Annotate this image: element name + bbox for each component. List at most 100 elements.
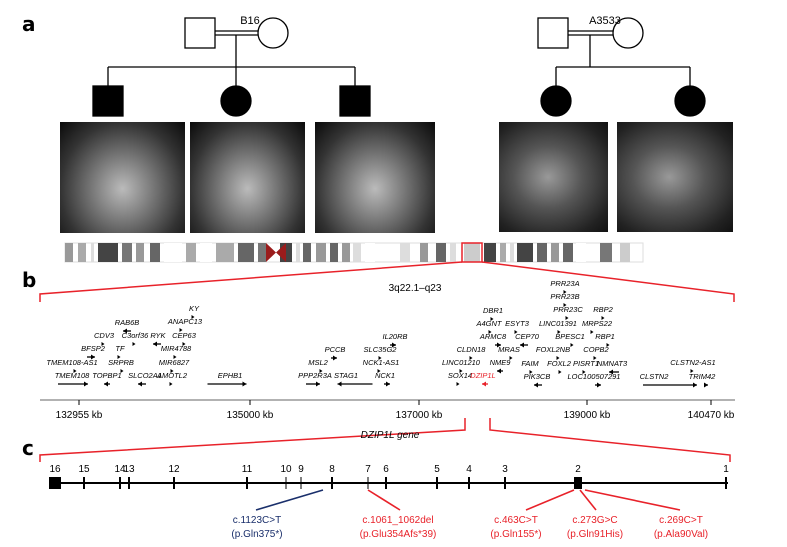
gene-label: RBP2 [593, 305, 613, 314]
pedigree-b16 [92, 17, 371, 117]
strand-arrowhead-icon [153, 341, 157, 347]
gene-label: CLSTN2 [640, 372, 670, 381]
strand-arrowhead-icon [392, 342, 396, 348]
gene-label: CEP63 [172, 331, 197, 340]
gene-marker [570, 343, 574, 347]
gene-marker [488, 330, 492, 334]
ultrasound-image-4 [499, 122, 608, 232]
gene-label: MIR4788 [161, 344, 192, 353]
strand-arrowhead-icon [534, 382, 538, 388]
chromosome-band [342, 243, 350, 262]
gene-marker [173, 355, 177, 359]
gene-label: RYK [150, 331, 166, 340]
gene-label: LINC01210 [442, 358, 481, 367]
gene-marker [606, 343, 610, 347]
gene-label: MRPS22 [582, 319, 613, 328]
gene-label: MIR6827 [159, 358, 190, 367]
axis-tick-label: 132955 kb [56, 410, 103, 421]
gene-label: CLDN18 [457, 345, 487, 354]
gene-label: FAIM [521, 359, 539, 368]
strand-arrowhead-icon [337, 381, 342, 387]
gene-label: PIK3CB [524, 372, 551, 381]
strand-arrowhead-icon [597, 382, 601, 388]
gene-title: DZIP1L gene [361, 430, 420, 441]
exon-number: 11 [242, 464, 253, 475]
strand-arrowhead-icon [497, 368, 501, 374]
exon-block [574, 477, 582, 489]
gene-marker [456, 382, 460, 386]
pedigree-id: A3533 [589, 15, 621, 27]
gene-marker [558, 370, 562, 374]
gene-label: PRR23B [550, 292, 579, 301]
gene-label: TMEM108-AS1 [46, 358, 97, 367]
exon-block [49, 477, 61, 489]
strand-arrowhead-icon [520, 342, 524, 348]
gene-marker [378, 356, 382, 360]
gene-marker [601, 316, 605, 320]
exon-number: 14 [114, 464, 126, 475]
exon-number: 7 [365, 464, 371, 475]
mutation-pointer [584, 489, 681, 511]
strand-arrowhead-icon [316, 381, 320, 387]
chromosome-band [303, 243, 311, 262]
chromosome-ideogram [64, 242, 644, 263]
strand-arrowhead-icon [91, 354, 95, 360]
gene-label: TRIM42 [689, 372, 717, 381]
axis-tick-label: 140470 kb [688, 410, 735, 421]
gene-label: EPHB1 [218, 371, 243, 380]
centromere [266, 243, 286, 262]
gene-label: TMEM108 [55, 371, 90, 380]
gene-label: DZIP1L [470, 371, 495, 380]
gene-label: RAB6B [115, 318, 140, 327]
strand-arrowhead-icon [242, 381, 247, 387]
strand-arrowhead-icon [84, 381, 88, 387]
chromosome-band [510, 243, 514, 262]
exon-number: 1 [723, 464, 729, 475]
gene-marker [557, 330, 561, 334]
father-symbol [537, 17, 569, 49]
exon-number: 2 [575, 464, 581, 475]
gene-marker [590, 330, 594, 334]
gene-label: NME9 [490, 358, 512, 367]
strand-arrowhead-icon [123, 328, 127, 334]
gene-label: A4GNT [475, 319, 502, 328]
mutation-pointer [255, 489, 324, 511]
mutation-protein: (p.Glu354Afs*39) [360, 529, 437, 540]
gene-label: NCK1-AS1 [363, 358, 400, 367]
mutation-protein: (p.Ala90Val) [654, 529, 708, 540]
gene-marker [529, 370, 533, 374]
gene-label: COPB2 [583, 345, 609, 354]
chromosome-band [200, 243, 212, 262]
strand-arrowhead-icon [497, 342, 501, 348]
chromosome-band [353, 243, 361, 262]
chromosome-band [400, 243, 410, 262]
chromosome-band [420, 243, 428, 262]
exon-number: 4 [466, 464, 472, 475]
exon-number: 6 [383, 464, 389, 475]
affected-daughter-symbol [220, 85, 252, 117]
chromosome-band [91, 243, 94, 262]
gene-label: SRPRB [108, 358, 134, 367]
panel-label-c: c [22, 436, 34, 460]
mutation-track: c.1123C>T(p.Gln375*)c.1061_1062del(p.Glu… [231, 489, 708, 540]
gene-label: IL20RB [382, 332, 407, 341]
gene-label: NMNAT3 [597, 359, 628, 368]
chromosome-band [65, 243, 73, 262]
chromosome-band [78, 243, 86, 262]
gene-marker [565, 316, 569, 320]
mutation-protein: (p.Gln375*) [231, 529, 282, 540]
gene-label: C3orf36 [122, 331, 150, 340]
chromosome-band [517, 243, 533, 262]
gene-label: ESYT3 [505, 319, 530, 328]
gene-label: SLCO2A1 [128, 371, 162, 380]
chromosome-band [620, 243, 630, 262]
chromosome-band [122, 243, 132, 262]
mother-symbol [257, 17, 289, 49]
gene-label: AMOTL2 [156, 371, 188, 380]
axis-tick-label: 137000 kb [396, 410, 443, 421]
gene-marker [182, 342, 186, 346]
region-highlight-box [461, 242, 483, 263]
